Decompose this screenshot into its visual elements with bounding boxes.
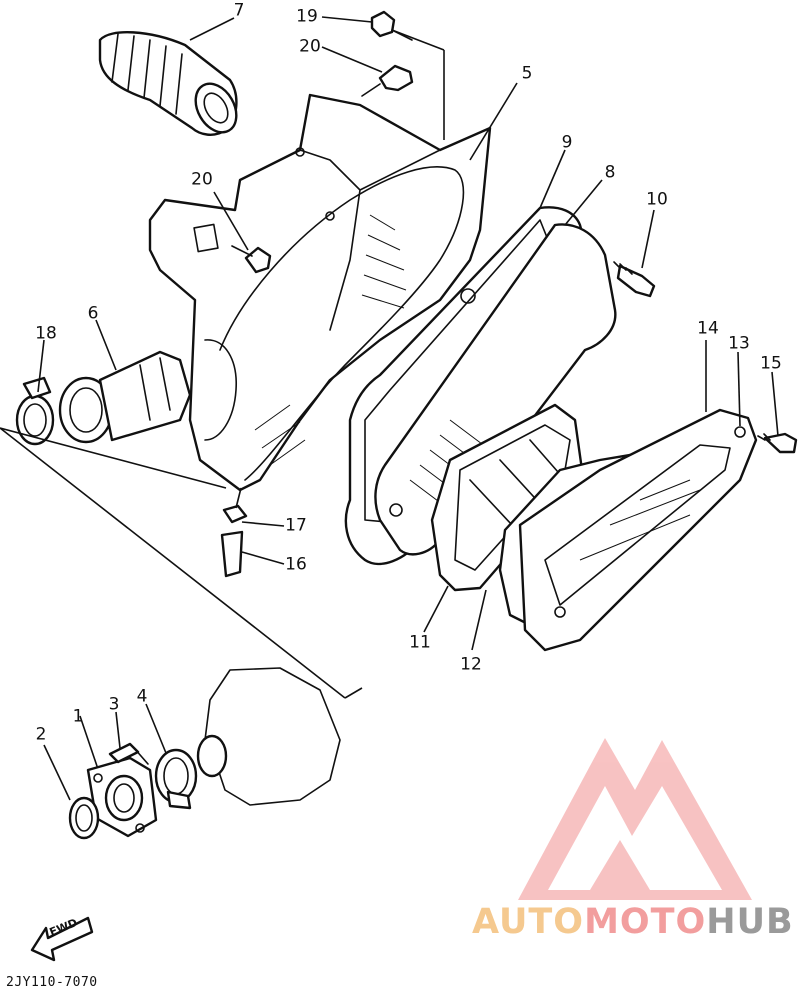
watermark-moto: MOTO — [584, 902, 707, 942]
part-2-o-ring — [68, 796, 100, 840]
callout-5: 5 — [521, 63, 533, 84]
watermark-auto: AUTO — [472, 902, 585, 942]
callout-16: 16 — [285, 554, 307, 575]
part-13-14-cover — [518, 408, 758, 652]
part-20-bolts — [231, 64, 414, 274]
callout-15: 15 — [760, 353, 782, 374]
callout-12: 12 — [460, 654, 482, 675]
callout-2: 2 — [35, 724, 47, 745]
part-1-carb-joint — [86, 756, 158, 838]
part-15-screw — [757, 432, 798, 454]
leader-lines — [0, 16, 779, 801]
fwd-arrow-icon — [30, 916, 94, 962]
callout-1: 1 — [72, 706, 84, 727]
part-16-17-fittings — [220, 504, 248, 578]
callout-17: 17 — [285, 515, 307, 536]
carburetor-outline — [196, 667, 341, 806]
callout-18: 18 — [35, 323, 57, 344]
callout-9: 9 — [561, 132, 573, 153]
watermark-wordmark: AUTOMOTOHUB — [472, 905, 794, 940]
callout-20-mid: 20 — [191, 169, 213, 190]
diagram-reference-code: 2JY110-7070 — [6, 975, 98, 990]
callout-13: 13 — [728, 333, 750, 354]
callout-14: 14 — [697, 318, 719, 339]
callout-10: 10 — [646, 189, 668, 210]
part-5-air-box-case — [148, 93, 492, 492]
callout-11: 11 — [409, 632, 431, 653]
watermark-hub: HUB — [706, 902, 794, 942]
callout-4: 4 — [136, 686, 148, 707]
callout-20-top: 20 — [299, 36, 321, 57]
callout-8: 8 — [604, 162, 616, 183]
callout-7: 7 — [233, 0, 245, 21]
part-18-clamp — [15, 376, 55, 446]
part-7-intake-boot — [98, 31, 238, 136]
part-6-joint — [58, 350, 192, 444]
callout-3: 3 — [108, 694, 120, 715]
part-10-screw — [613, 261, 656, 298]
watermark-logo — [518, 738, 752, 900]
callout-6: 6 — [87, 303, 99, 324]
part-4-clamp — [154, 748, 198, 810]
part-3-bolt — [108, 742, 149, 765]
callout-19: 19 — [296, 6, 318, 27]
